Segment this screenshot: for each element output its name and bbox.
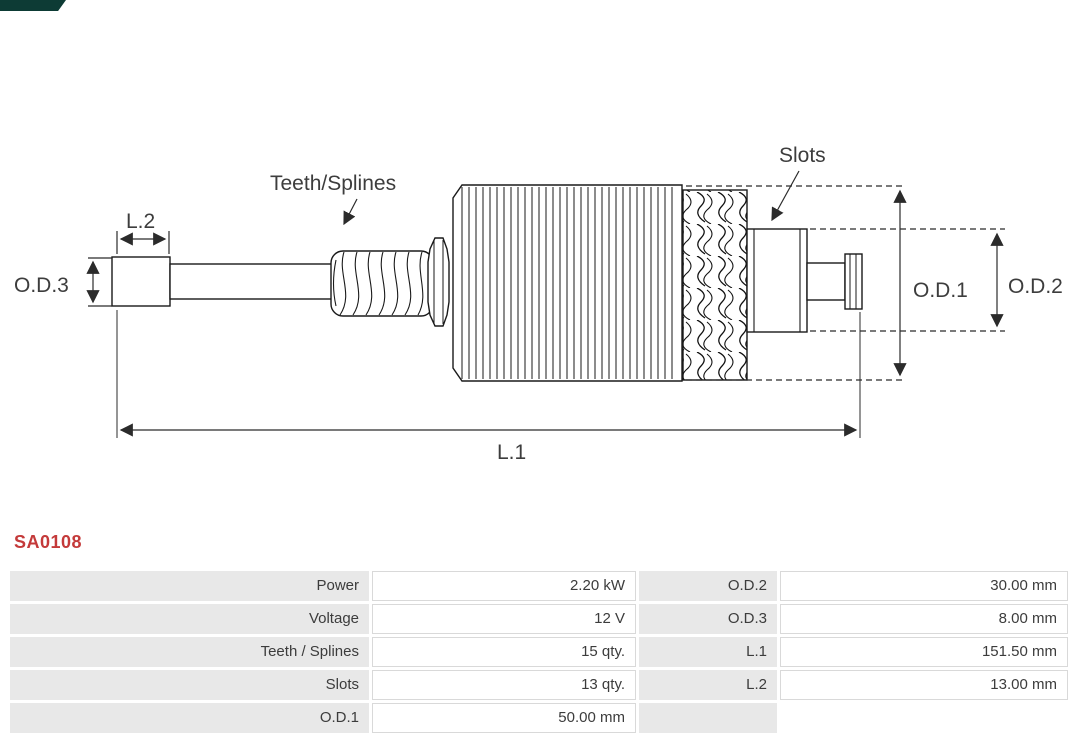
spec-value-od3: 8.00 mm bbox=[780, 604, 1068, 634]
l1-label: L.1 bbox=[497, 441, 526, 464]
spec-label-od3: O.D.3 bbox=[639, 604, 777, 634]
teeth-splines-label: Teeth/Splines bbox=[270, 172, 396, 195]
spec-value-voltage: 12 V bbox=[372, 604, 636, 634]
part-number: SA0108 bbox=[14, 532, 83, 552]
spec-value-od2: 30.00 mm bbox=[780, 571, 1068, 601]
spec-label-od1: O.D.1 bbox=[10, 703, 369, 733]
spec-value-slots: 13 qty. bbox=[372, 670, 636, 700]
spec-label-power: Power bbox=[10, 571, 369, 601]
spec-value-power: 2.20 kW bbox=[372, 571, 636, 601]
commutator-riser-hooks-shape bbox=[682, 189, 748, 381]
l1-extension-lines bbox=[116, 310, 861, 438]
spec-value-od1: 50.00 mm bbox=[372, 703, 636, 733]
spec-label-empty bbox=[639, 703, 777, 733]
spec-label-slots: Slots bbox=[10, 670, 369, 700]
commutator-shape bbox=[746, 228, 808, 333]
od3-tick-lines bbox=[88, 257, 112, 307]
spec-value-teeth-splines: 15 qty. bbox=[372, 637, 636, 667]
brand-logo-fragment bbox=[0, 0, 66, 11]
spec-label-od2: O.D.2 bbox=[639, 571, 777, 601]
end-cap-groove-lines bbox=[849, 254, 857, 309]
armature-diagram-svg: O.D.3 L.2 Teeth/Splines Slots L.1 O.D.1 … bbox=[14, 144, 1063, 464]
od1-label: O.D.1 bbox=[913, 279, 968, 302]
left-shaft-end-shape bbox=[111, 256, 171, 307]
armature-body-group bbox=[111, 184, 863, 382]
gear-tooth-lines bbox=[433, 240, 444, 324]
spec-label-l2: L.2 bbox=[639, 670, 777, 700]
gear-tooth-neck-shape bbox=[427, 237, 450, 327]
od3-label: O.D.3 bbox=[14, 274, 69, 297]
armature-diagram: O.D.3 L.2 Teeth/Splines Slots L.1 O.D.1 … bbox=[14, 144, 1063, 464]
spec-value-l1: 151.50 mm bbox=[780, 637, 1068, 667]
shaft-shape bbox=[169, 263, 333, 300]
spline-section-shape bbox=[330, 250, 434, 317]
dashed-extension-lines-group bbox=[686, 185, 1005, 381]
slots-callout-arrow bbox=[771, 170, 800, 222]
lamination-lines bbox=[461, 187, 673, 379]
teeth-splines-callout-arrow bbox=[343, 198, 358, 226]
spec-table: Power 2.20 kW O.D.2 30.00 mm Voltage 12 … bbox=[10, 571, 1068, 733]
spec-label-l1: L.1 bbox=[639, 637, 777, 667]
right-shaft-shape bbox=[806, 262, 846, 301]
commutator-segment-lines bbox=[753, 229, 801, 332]
spec-value-l2: 13.00 mm bbox=[780, 670, 1068, 700]
shaft-end-cap-shape bbox=[844, 253, 863, 310]
spline-grooves-lines bbox=[332, 251, 424, 316]
spec-label-voltage: Voltage bbox=[10, 604, 369, 634]
od2-label: O.D.2 bbox=[1008, 275, 1063, 298]
l2-tick-lines bbox=[116, 231, 170, 254]
spec-value-empty bbox=[780, 703, 1068, 733]
l2-label: L.2 bbox=[126, 210, 155, 233]
dimension-lines-group bbox=[86, 170, 1004, 438]
spec-label-teeth-splines: Teeth / Splines bbox=[10, 637, 369, 667]
slots-label: Slots bbox=[779, 144, 826, 167]
